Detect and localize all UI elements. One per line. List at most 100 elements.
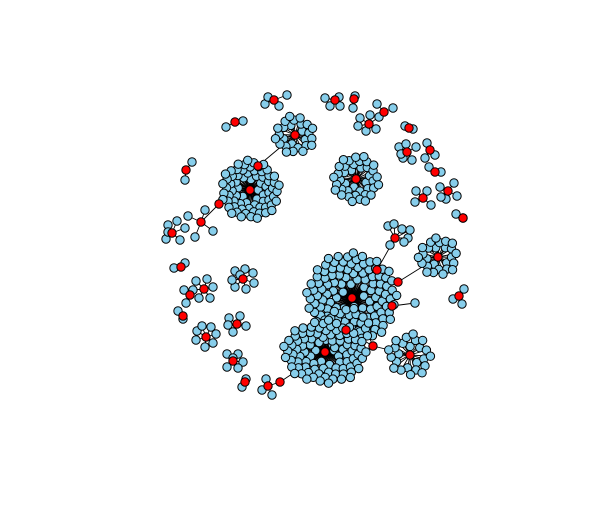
leaf-node-284 (341, 304, 351, 315)
leaf-node-254 (312, 265, 323, 275)
hub-node-3 (253, 161, 263, 171)
hub-node-23 (349, 94, 359, 104)
leaf-node-456 (320, 93, 330, 103)
hub-node-21 (181, 165, 191, 175)
leaf-node-252 (372, 256, 382, 267)
leaf-node-440 (425, 351, 436, 361)
leaf-node-463 (388, 103, 398, 113)
leaf-node-521 (228, 327, 238, 337)
leaf-node-388 (389, 219, 399, 229)
leaf-node-483 (435, 182, 445, 192)
hub-node-35 (199, 284, 209, 294)
hub-node-29 (430, 167, 440, 177)
leaf-node-481 (424, 162, 434, 172)
leaf-node-137 (347, 196, 357, 207)
leaf-node-522 (223, 320, 233, 330)
leaf-node-462 (372, 99, 382, 109)
leaf-node-367 (315, 376, 325, 386)
leaf-node-446 (267, 390, 277, 400)
leaf-node-389 (397, 224, 407, 234)
leaf-node-295 (363, 318, 374, 328)
leaf-node-487 (436, 192, 446, 202)
leaf-node-488 (411, 186, 421, 196)
leaf-node-505 (205, 293, 215, 303)
hub-node-layer (167, 94, 468, 391)
leaf-node-250 (385, 314, 396, 325)
hub-node-6 (351, 174, 361, 184)
leaf-node-69 (274, 180, 284, 190)
leaf-node-373 (284, 335, 294, 346)
hub-node-4 (214, 199, 224, 209)
hub-node-22 (330, 95, 340, 105)
hub-node-33 (167, 228, 177, 238)
leaf-node-135 (329, 172, 339, 183)
leaf-node-479 (420, 153, 430, 163)
leaf-node-147 (346, 279, 356, 289)
leaf-node-91 (295, 113, 305, 123)
leaf-node-102 (208, 226, 218, 236)
leaf-node-95 (281, 147, 292, 157)
leaf-node-457 (325, 101, 335, 111)
leaf-node-376 (309, 317, 320, 328)
leaf-node-63 (233, 159, 243, 169)
leaf-node-539 (457, 299, 467, 309)
leaf-node-133 (351, 152, 361, 162)
leaf-node-504 (208, 282, 218, 292)
leaf-node-93 (273, 123, 283, 133)
leaf-node-443 (417, 368, 427, 378)
leaf-node-layer (161, 90, 469, 400)
hub-node-10 (372, 265, 382, 275)
leaf-node-527 (206, 322, 216, 332)
leaf-node-385 (345, 372, 356, 383)
leaf-node-257 (348, 248, 359, 258)
leaf-node-492 (451, 209, 461, 219)
leaf-node-475 (411, 142, 421, 152)
leaf-node-413 (417, 242, 428, 253)
leaf-node-101 (200, 205, 210, 215)
leaf-node-491 (422, 186, 432, 196)
leaf-node-535 (233, 363, 243, 373)
leaf-node-489 (410, 197, 420, 207)
leaf-node-287 (358, 312, 368, 322)
leaf-node-511 (240, 264, 250, 274)
leaf-node-67 (252, 213, 262, 223)
hub-node-30 (443, 186, 453, 196)
leaf-node-136 (368, 160, 379, 170)
leaf-node-460 (348, 103, 358, 113)
leaf-node-497 (175, 235, 185, 245)
leaf-node-381 (290, 326, 300, 336)
hub-node-31 (418, 193, 428, 203)
hub-node-13 (433, 252, 443, 262)
hub-node-39 (178, 311, 188, 321)
leaf-node-384 (323, 315, 334, 325)
leaf-node-60 (218, 179, 228, 189)
leaf-node-64 (271, 196, 281, 206)
hub-node-43 (240, 377, 250, 387)
leaf-node-442 (408, 329, 418, 339)
leaf-node-140 (330, 185, 341, 195)
leaf-node-534 (238, 357, 248, 367)
leaf-node-130 (334, 161, 344, 172)
leaf-node-414 (451, 248, 461, 259)
hub-node-2 (290, 130, 300, 140)
hub-node-18 (263, 381, 273, 391)
leaf-node-391 (385, 240, 395, 250)
leaf-node-71 (242, 155, 253, 166)
hub-node-9 (320, 347, 330, 357)
hub-node-42 (454, 291, 464, 301)
leaf-node-508 (179, 285, 189, 295)
leaf-node-516 (227, 275, 237, 285)
leaf-node-454 (187, 157, 197, 167)
leaf-node-540 (459, 284, 469, 294)
leaf-node-258 (376, 327, 387, 337)
leaf-node-467 (371, 124, 381, 134)
hub-node-41 (228, 356, 238, 366)
leaf-node-61 (269, 171, 280, 181)
leaf-node-132 (336, 190, 347, 200)
leaf-node-131 (372, 172, 382, 182)
leaf-node-438 (405, 369, 416, 380)
leaf-node-469 (365, 110, 375, 120)
leaf-node-375 (302, 374, 312, 384)
leaf-node-62 (236, 212, 246, 222)
leaf-node-503 (202, 274, 212, 284)
